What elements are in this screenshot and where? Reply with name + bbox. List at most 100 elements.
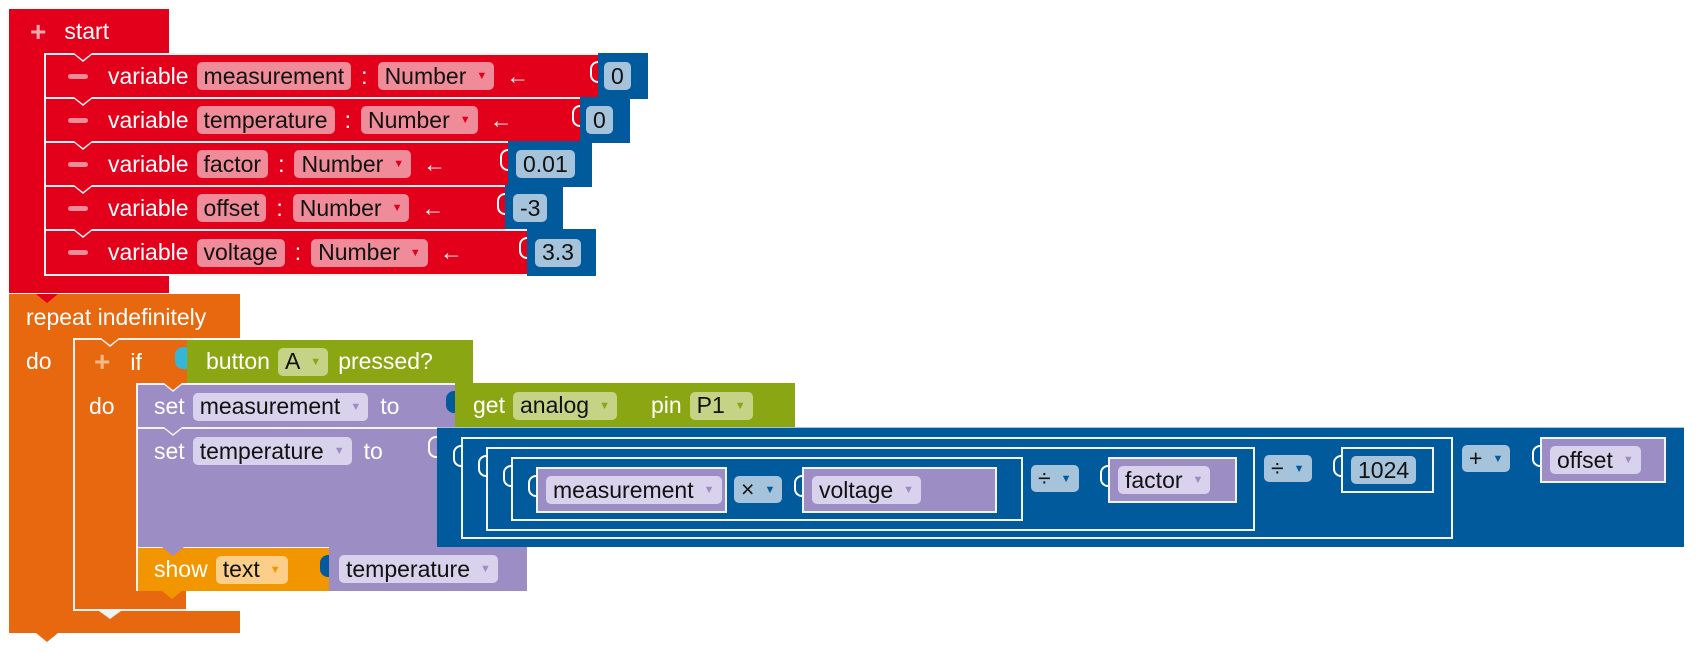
if-block[interactable] bbox=[73, 338, 193, 384]
minus-icon[interactable] bbox=[68, 73, 88, 79]
operator-dropdown[interactable]: +▼ bbox=[1462, 445, 1511, 472]
variable-dropdown[interactable]: temperature▼ bbox=[339, 555, 498, 583]
dropdown-arrow-icon: ▼ bbox=[599, 399, 610, 412]
button-prefix: button bbox=[206, 348, 270, 374]
dropdown-arrow-icon: ▼ bbox=[459, 114, 471, 126]
variable-value: offset bbox=[1557, 446, 1613, 473]
start-header: + start bbox=[30, 9, 109, 54]
type-value: Number bbox=[301, 150, 384, 177]
variable-dropdown[interactable]: measurement▼ bbox=[192, 392, 369, 421]
number-block[interactable]: 1024 bbox=[1333, 447, 1434, 493]
variable-row-temperature[interactable]: variable temperature : Number▼ ← bbox=[44, 97, 582, 143]
assign-arrow: ← bbox=[423, 150, 447, 177]
get-analog-block[interactable]: get analog▼ pin P1▼ bbox=[446, 383, 795, 428]
operator-dropdown[interactable]: ÷▼ bbox=[1264, 455, 1312, 482]
button-pressed-block[interactable]: button A▼ pressed? bbox=[175, 340, 473, 383]
number-block[interactable]: 0.01 bbox=[500, 141, 592, 187]
variable-name-field[interactable]: temperature bbox=[196, 106, 335, 134]
type-dropdown[interactable]: Number▼ bbox=[377, 62, 495, 90]
number-value[interactable]: 0 bbox=[586, 106, 613, 134]
variable-dropdown[interactable]: offset▼ bbox=[1550, 446, 1641, 474]
variable-get-block[interactable]: voltage▼ bbox=[794, 467, 997, 513]
number-value[interactable]: 0.01 bbox=[516, 150, 575, 178]
operator-value: ÷ bbox=[1271, 455, 1284, 481]
variable-name-field[interactable]: voltage bbox=[196, 238, 285, 267]
variable-row-voltage[interactable]: variable voltage : Number▼ ← bbox=[44, 229, 529, 276]
operator-value: ÷ bbox=[1038, 465, 1051, 491]
if-label: if bbox=[130, 348, 142, 375]
operator-dropdown[interactable]: ×▼ bbox=[734, 476, 783, 503]
assign-arrow: ← bbox=[421, 194, 445, 221]
variable-dropdown[interactable]: voltage▼ bbox=[812, 476, 922, 504]
variable-dropdown[interactable]: measurement▼ bbox=[546, 476, 722, 504]
variable-value: measurement bbox=[553, 476, 694, 503]
type-value: Number bbox=[367, 106, 450, 133]
assign-arrow: ← bbox=[506, 62, 530, 89]
variable-name-field[interactable]: measurement bbox=[196, 62, 352, 90]
variable-row-measurement[interactable]: variable measurement : Number▼ ← bbox=[44, 53, 600, 99]
type-value: Number bbox=[384, 62, 467, 89]
dropdown-arrow-icon: ▼ bbox=[269, 563, 281, 576]
input-connector bbox=[175, 347, 187, 369]
repeat-label: repeat indefinitely bbox=[26, 304, 207, 330]
minus-icon[interactable] bbox=[68, 205, 88, 211]
dropdown-arrow-icon: ▼ bbox=[350, 400, 362, 413]
show-text-block[interactable]: show text▼ bbox=[136, 547, 329, 591]
to-label: to bbox=[380, 393, 400, 419]
dropdown-arrow-icon: ▼ bbox=[391, 202, 403, 214]
dropdown-arrow-icon: ▼ bbox=[734, 399, 746, 412]
show-mode-dropdown[interactable]: text▼ bbox=[215, 555, 288, 584]
dropdown-arrow-icon: ▼ bbox=[480, 563, 491, 575]
variable-value: temperature bbox=[199, 437, 324, 464]
number-block[interactable]: 0 bbox=[572, 97, 630, 143]
set-temperature-block[interactable]: set temperature▼ to bbox=[136, 427, 439, 547]
button-dropdown[interactable]: A▼ bbox=[277, 347, 329, 376]
dropdown-arrow-icon: ▼ bbox=[1192, 474, 1204, 486]
number-value[interactable]: 0 bbox=[604, 62, 631, 90]
variable-get-block[interactable]: offset▼ bbox=[1532, 437, 1666, 483]
variable-name-field[interactable]: offset bbox=[196, 194, 267, 222]
variable-value: factor bbox=[1125, 466, 1183, 493]
dropdown-arrow-icon: ▼ bbox=[1060, 472, 1072, 485]
type-dropdown[interactable]: Number ▼ bbox=[360, 106, 478, 134]
dropdown-arrow-icon: ▼ bbox=[333, 445, 345, 457]
to-label: to bbox=[363, 437, 383, 464]
minus-icon[interactable] bbox=[68, 117, 88, 123]
number-value[interactable]: 3.3 bbox=[535, 238, 581, 267]
variable-keyword: variable bbox=[108, 150, 189, 177]
type-separator: : bbox=[276, 194, 283, 221]
variable-get-block[interactable]: measurement▼ bbox=[528, 467, 727, 513]
variable-row-offset[interactable]: variable offset : Number▼ ← bbox=[44, 185, 507, 231]
dropdown-arrow-icon: ▼ bbox=[764, 483, 776, 496]
number-value[interactable]: 1024 bbox=[1351, 456, 1417, 484]
number-value[interactable]: -3 bbox=[513, 194, 548, 222]
variable-name-field[interactable]: factor bbox=[196, 150, 269, 178]
mode-dropdown[interactable]: analog▼ bbox=[512, 391, 617, 420]
plus-icon[interactable]: + bbox=[94, 346, 111, 377]
type-separator: : bbox=[278, 150, 285, 177]
plus-icon[interactable]: + bbox=[30, 15, 47, 47]
variable-keyword: variable bbox=[108, 62, 189, 89]
variable-dropdown[interactable]: factor ▼ bbox=[1118, 466, 1211, 494]
dropdown-arrow-icon: ▼ bbox=[310, 355, 322, 368]
set-measurement-block[interactable]: set measurement▼ to bbox=[136, 383, 457, 428]
operator-value: + bbox=[1469, 445, 1483, 471]
number-block[interactable]: 0 bbox=[590, 53, 648, 99]
pin-dropdown[interactable]: P1 ▼ bbox=[689, 391, 753, 420]
minus-icon[interactable] bbox=[68, 161, 88, 167]
variable-get-block[interactable]: temperature▼ bbox=[320, 547, 527, 591]
pin-label: pin bbox=[650, 392, 682, 418]
number-block[interactable]: -3 bbox=[497, 185, 563, 231]
type-dropdown[interactable]: Number▼ bbox=[292, 194, 410, 222]
if-body-arm bbox=[73, 383, 136, 590]
minus-icon[interactable] bbox=[68, 250, 88, 255]
type-dropdown[interactable]: Number▼ bbox=[294, 150, 412, 178]
variable-dropdown[interactable]: temperature ▼ bbox=[192, 437, 352, 465]
type-dropdown[interactable]: Number▼ bbox=[311, 238, 428, 267]
number-block[interactable]: 3.3 bbox=[519, 229, 596, 276]
pin-value: P1 bbox=[696, 392, 725, 418]
operator-dropdown[interactable]: ÷▼ bbox=[1031, 465, 1079, 492]
variable-row-factor[interactable]: variable factor : Number▼ ← bbox=[44, 141, 510, 187]
button-value: A bbox=[284, 348, 301, 374]
variable-get-block[interactable]: factor ▼ bbox=[1100, 457, 1237, 503]
